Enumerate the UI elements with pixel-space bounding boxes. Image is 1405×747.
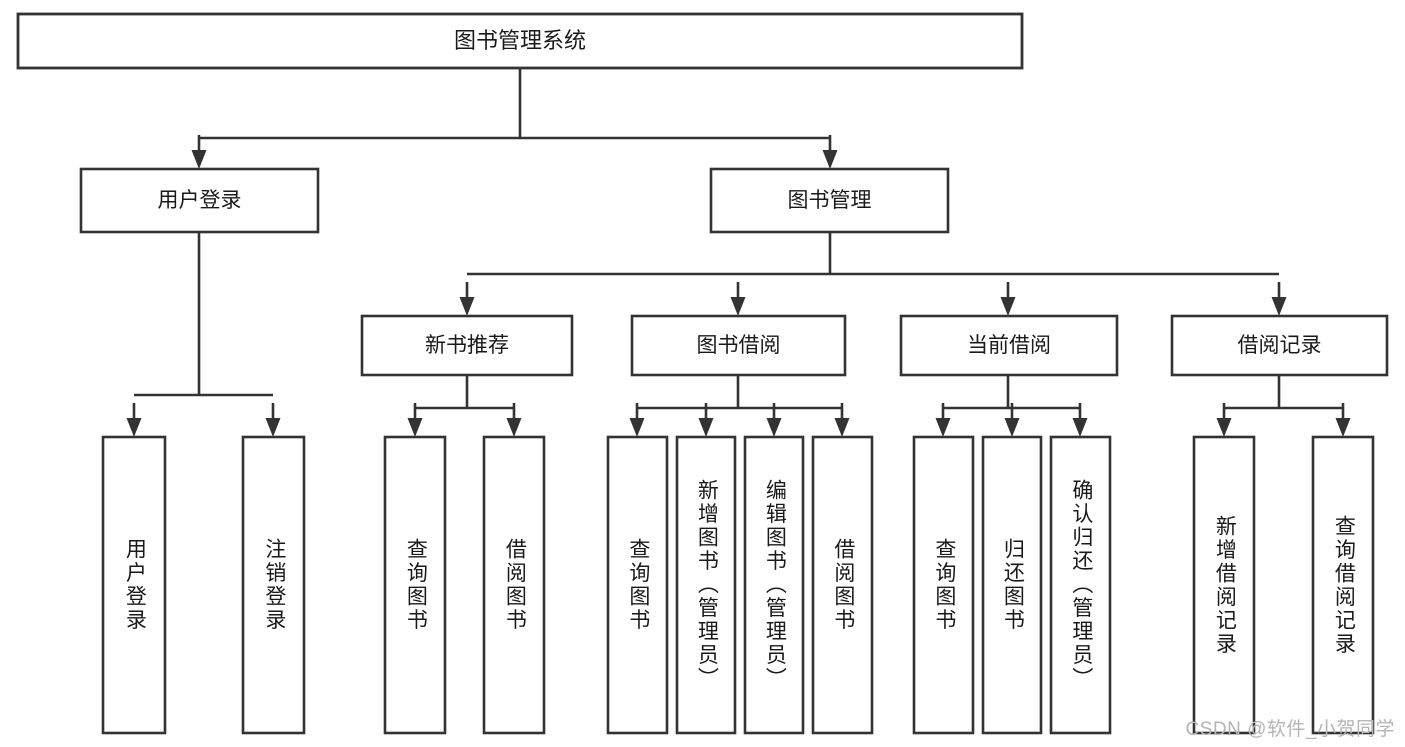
node-box-level2-0[interactable] <box>79 167 320 234</box>
node-box-leaf-5[interactable] <box>675 435 737 735</box>
node-box-leaf-9[interactable] <box>981 435 1043 735</box>
arrow-head-icon <box>935 418 951 437</box>
node-label-root: 图书管理系统 <box>454 28 586 53</box>
node-box-level3-3[interactable] <box>1170 314 1389 377</box>
node-box-root[interactable] <box>16 12 1024 70</box>
arrow-head-icon <box>265 418 281 437</box>
connector-layer <box>126 68 1351 437</box>
node-label-level3-2: 当前借阅 <box>967 334 1051 357</box>
arrow-head-icon <box>1072 418 1088 437</box>
node-box-leaf-12[interactable] <box>1311 435 1375 735</box>
csdn-watermark: CSDN @软件_小贺同学 <box>1185 719 1395 740</box>
node-box-leaf-7[interactable] <box>811 435 874 735</box>
node-box-leaf-1[interactable] <box>241 435 306 735</box>
node-label-level3-0: 新书推荐 <box>425 334 509 357</box>
node-box-leaf-3[interactable] <box>482 435 546 735</box>
node-box-level3-2[interactable] <box>899 314 1119 377</box>
node-box-leaf-0[interactable] <box>101 435 167 735</box>
arrow-head-icon <box>698 418 714 437</box>
arrow-head-icon <box>629 418 645 437</box>
node-box-leaf-2[interactable] <box>383 435 447 735</box>
arrow-head-icon <box>506 418 522 437</box>
arrow-head-icon <box>191 150 207 169</box>
node-box-level3-0[interactable] <box>360 314 574 377</box>
node-box-leaf-11[interactable] <box>1192 435 1256 735</box>
arrow-head-icon <box>1335 418 1351 437</box>
arrow-head-icon <box>822 150 838 169</box>
arrow-head-icon <box>766 418 782 437</box>
arrow-head-icon <box>1004 418 1020 437</box>
arrow-head-icon <box>1271 297 1287 316</box>
node-label-level3-3: 借阅记录 <box>1238 334 1322 357</box>
arrow-head-icon <box>834 418 850 437</box>
arrow-head-icon <box>1216 418 1232 437</box>
node-box-leaf-10[interactable] <box>1049 435 1112 735</box>
node-box-leaf-6[interactable] <box>743 435 805 735</box>
box-layer <box>16 12 1389 735</box>
node-label-level2-1: 图书管理 <box>788 189 872 212</box>
node-label-level3-1: 图书借阅 <box>697 334 781 357</box>
arrow-head-icon <box>459 297 475 316</box>
node-label-level2-0: 用户登录 <box>158 189 242 212</box>
node-box-level2-1[interactable] <box>709 167 950 234</box>
arrow-head-icon <box>126 418 142 437</box>
arrow-head-icon <box>1000 297 1016 316</box>
node-box-leaf-8[interactable] <box>912 435 975 735</box>
arrow-head-icon <box>407 418 423 437</box>
node-box-level3-1[interactable] <box>630 314 847 377</box>
arrow-head-icon <box>730 297 746 316</box>
node-box-leaf-4[interactable] <box>606 435 669 735</box>
